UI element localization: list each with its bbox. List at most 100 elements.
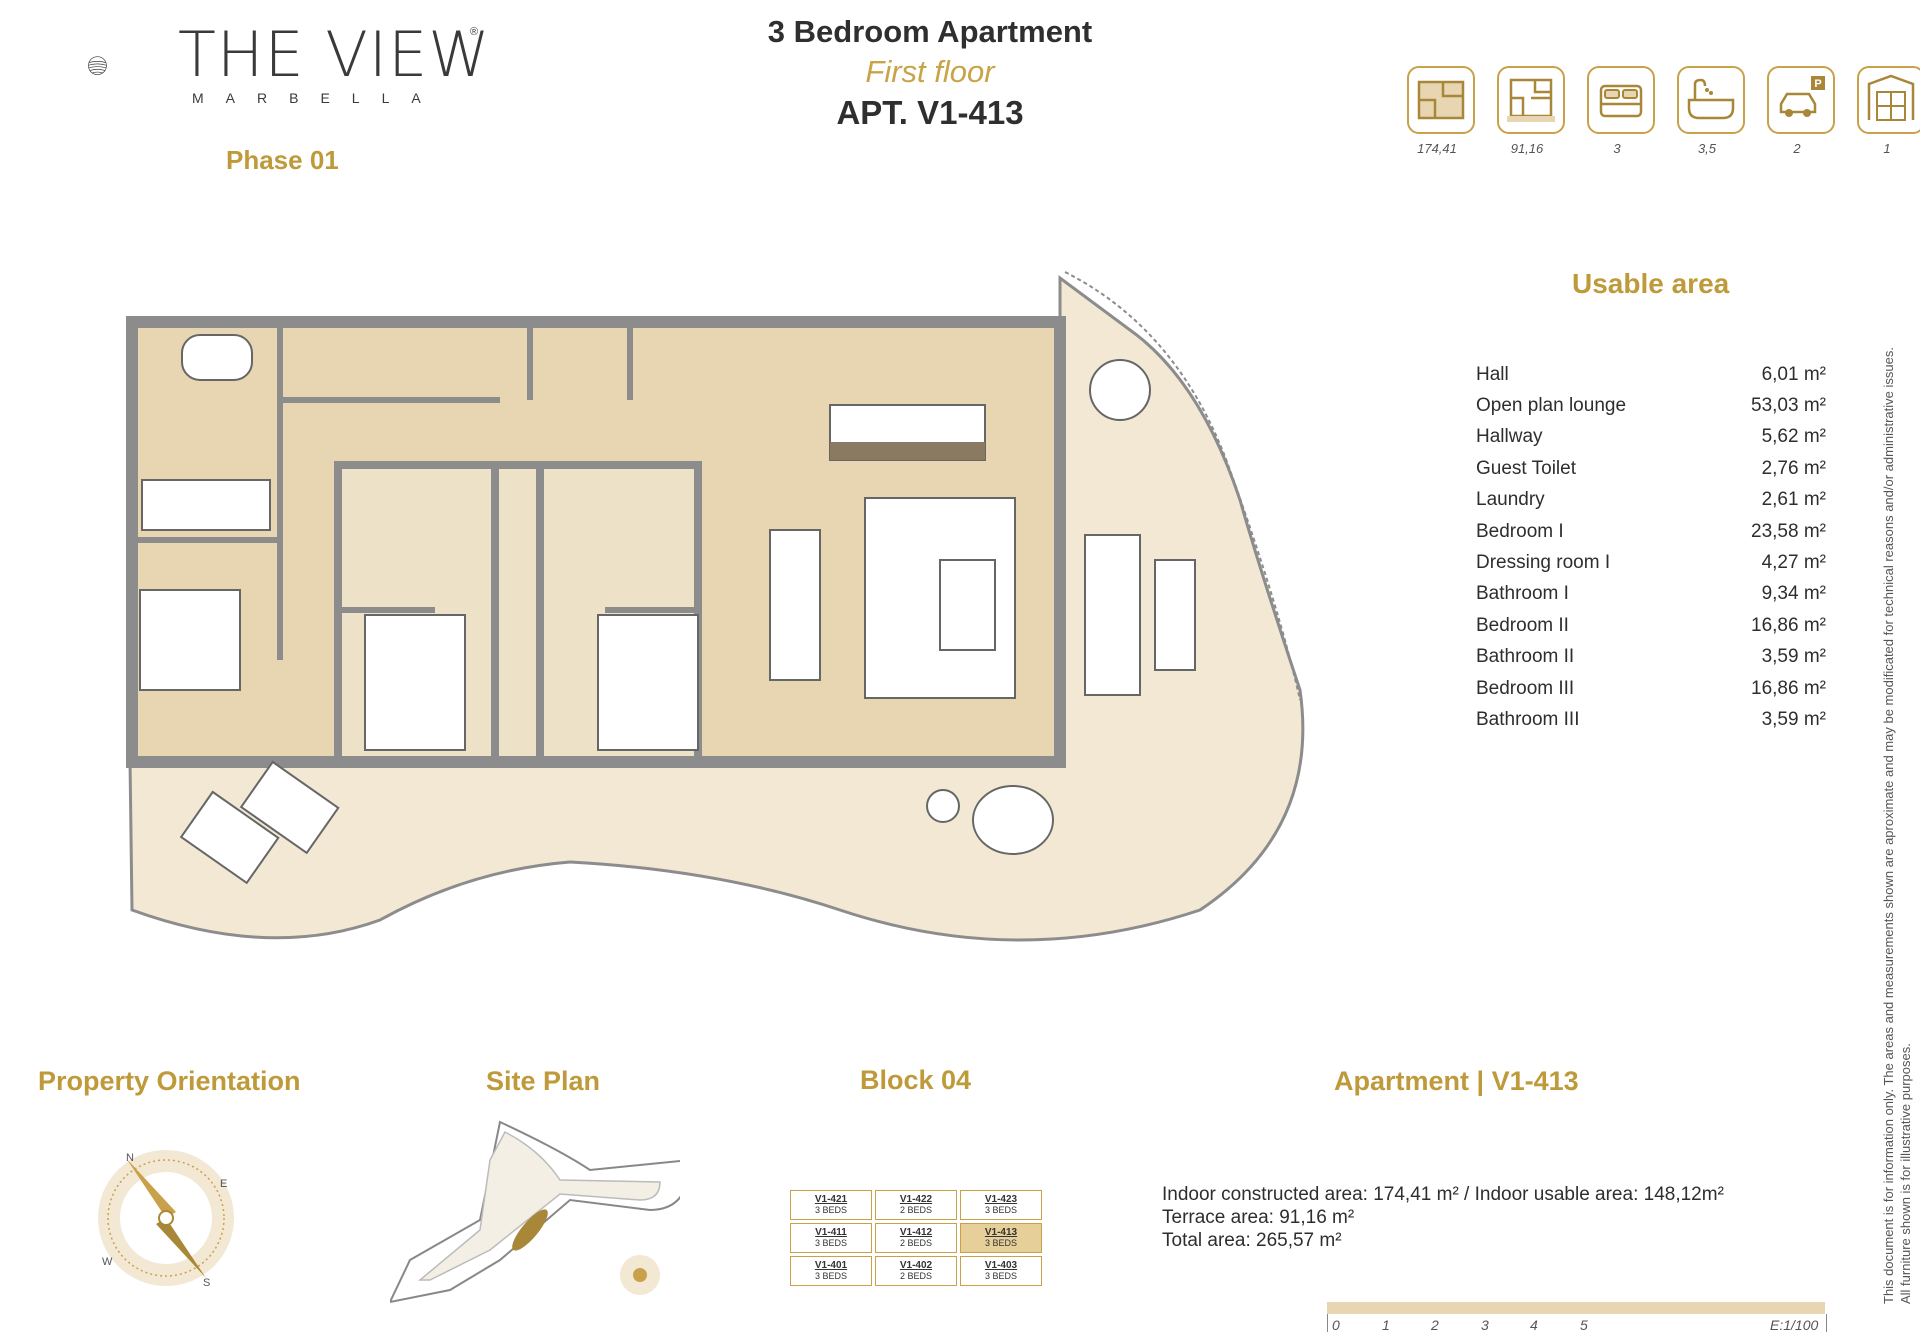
orientation-title: Property Orientation — [38, 1066, 301, 1096]
block-unit-beds: 3 BEDS — [984, 1238, 1017, 1248]
area-row: Bathroom III 3,59 m² — [1476, 709, 1826, 739]
spec-value: 2 — [1793, 141, 1801, 156]
storage-icon — [1857, 66, 1920, 134]
area-room-value: 53,03 m² — [1751, 395, 1826, 416]
block-unit-code: V1-412 — [899, 1227, 933, 1238]
compass-south: S — [203, 1277, 211, 1289]
block-unit-code: V1-421 — [814, 1194, 848, 1205]
floor-label: First floor — [865, 54, 995, 89]
bathtub-icon — [1677, 66, 1745, 134]
floorplan-icon — [1407, 66, 1475, 134]
summary-indoor-area: Indoor constructed area: 174,41 m² / Ind… — [1162, 1184, 1724, 1205]
area-room-name: Dressing room I — [1476, 552, 1611, 573]
site-plan-title: Site Plan — [486, 1066, 601, 1096]
scale-frame — [1327, 1314, 1827, 1332]
block-unit-code: V1-413 — [984, 1227, 1018, 1238]
area-room-name: Laundry — [1476, 489, 1545, 510]
apartment-type-title: 3 Bedroom Apartment — [767, 14, 1093, 49]
area-room-value: 4,27 m² — [1761, 552, 1826, 573]
area-room-value: 2,61 m² — [1761, 489, 1826, 510]
area-room-name: Hall — [1476, 364, 1509, 385]
area-room-name: Bedroom I — [1476, 521, 1564, 542]
apartment-code: APT. V1-413 — [836, 94, 1024, 131]
compass-icon — [98, 1150, 234, 1286]
area-row: Bedroom III 16,86 m² — [1476, 678, 1826, 708]
spec-value: 3 — [1613, 141, 1621, 156]
area-room-name: Guest Toilet — [1476, 458, 1576, 479]
parking-car-icon: P — [1767, 66, 1835, 134]
area-room-name: Hallway — [1476, 426, 1543, 447]
area-room-name: Bathroom II — [1476, 646, 1575, 667]
area-room-name: Bedroom III — [1476, 678, 1575, 699]
brand-subtitle: MARBELLA — [192, 90, 443, 106]
scale-tick: 3 — [1481, 1317, 1489, 1333]
area-room-value: 16,86 m² — [1751, 615, 1826, 636]
block-unit-beds: 3 BEDS — [984, 1271, 1017, 1281]
area-row: Laundry 2,61 m² — [1476, 489, 1826, 519]
area-room-name: Bathroom I — [1476, 583, 1569, 604]
block-unit-code: V1-422 — [899, 1194, 933, 1205]
block-unit-beds: 3 BEDS — [814, 1238, 847, 1248]
scale-tick: 2 — [1431, 1317, 1439, 1333]
block-unit-beds: 3 BEDS — [814, 1205, 847, 1215]
block-unit-beds: 2 BEDS — [899, 1271, 932, 1281]
block-unit-code: V1-411 — [815, 1227, 847, 1238]
usable-area-title: Usable area — [1572, 268, 1730, 299]
summary-total-area: Total area: 265,57 m² — [1162, 1230, 1342, 1251]
area-room-value: 3,59 m² — [1761, 709, 1826, 730]
block-unit-beds: 2 BEDS — [899, 1238, 932, 1248]
scale-ratio: E:1/100 — [1770, 1317, 1819, 1333]
scale-tick: 0 — [1332, 1317, 1340, 1333]
block-unit-code: V1-403 — [984, 1260, 1018, 1271]
compass-north: N — [126, 1152, 134, 1164]
block-unit-beds: 3 BEDS — [984, 1205, 1017, 1215]
area-row: Open plan lounge 53,03 m² — [1476, 395, 1826, 425]
phase-label: Phase 01 — [226, 145, 339, 175]
spec-value: 91,16 — [1510, 141, 1544, 156]
disclaimer-line-2: All furniture shown is for illustrative … — [1898, 1043, 1913, 1304]
brand-title: THE VIEW — [178, 18, 491, 91]
apartment-section-title: Apartment | V1-413 — [1334, 1066, 1579, 1096]
summary-terrace-area: Terrace area: 91,16 m² — [1162, 1207, 1355, 1228]
area-room-value: 2,76 m² — [1761, 458, 1826, 479]
area-room-name: Open plan lounge — [1476, 395, 1627, 416]
block-title: Block 04 — [860, 1065, 972, 1095]
area-room-name: Bathroom III — [1476, 709, 1580, 730]
spec-value: 1 — [1883, 141, 1891, 156]
site-plan-map — [390, 1120, 680, 1304]
scale-tick: 4 — [1530, 1317, 1538, 1333]
svg-text:P: P — [1814, 78, 1821, 90]
area-row: Bathroom I 9,34 m² — [1476, 583, 1826, 613]
scale-bar — [1327, 1302, 1825, 1314]
spec-value: 174,41 — [1417, 141, 1457, 156]
area-row: Dressing room I 4,27 m² — [1476, 552, 1826, 582]
area-row: Guest Toilet 2,76 m² — [1476, 458, 1826, 488]
compass-east: E — [220, 1178, 228, 1190]
floor-plan — [126, 271, 1305, 942]
block-unit-beds: 3 BEDS — [814, 1271, 847, 1281]
brand-logo-icon — [88, 56, 107, 75]
disclaimer-line-1: This document is for information only. T… — [1881, 347, 1896, 1304]
area-room-value: 16,86 m² — [1751, 678, 1826, 699]
spec-value: 3,5 — [1697, 141, 1717, 156]
area-room-value: 9,34 m² — [1761, 583, 1826, 604]
scale-tick: 1 — [1382, 1317, 1390, 1333]
block-unit-code: V1-402 — [899, 1260, 933, 1271]
block-unit-beds: 2 BEDS — [899, 1205, 932, 1215]
scale-tick: 5 — [1580, 1317, 1588, 1333]
